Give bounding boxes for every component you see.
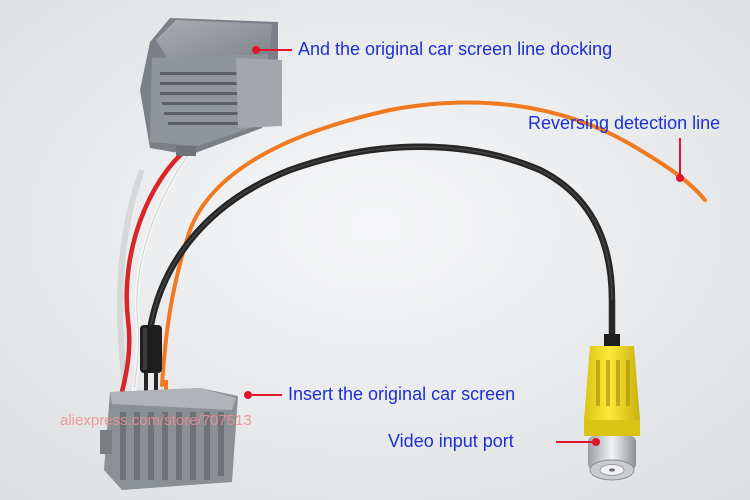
rca-connector: [584, 334, 640, 481]
top-connector: [140, 18, 282, 156]
wire-shadow: [117, 168, 145, 386]
store-watermark: aliexpress.com/store/707513: [60, 412, 252, 429]
red-wire: [119, 147, 189, 395]
pointers: [244, 46, 684, 446]
label-insert-screen: Insert the original car screen: [288, 384, 516, 404]
bottom-connector: [100, 388, 238, 490]
label-top-connector: And the original car screen line docking: [298, 39, 613, 59]
label-video-input: Video input port: [388, 431, 514, 451]
label-reversing-line: Reversing detection line: [528, 113, 721, 133]
orange-wire: [160, 100, 707, 387]
